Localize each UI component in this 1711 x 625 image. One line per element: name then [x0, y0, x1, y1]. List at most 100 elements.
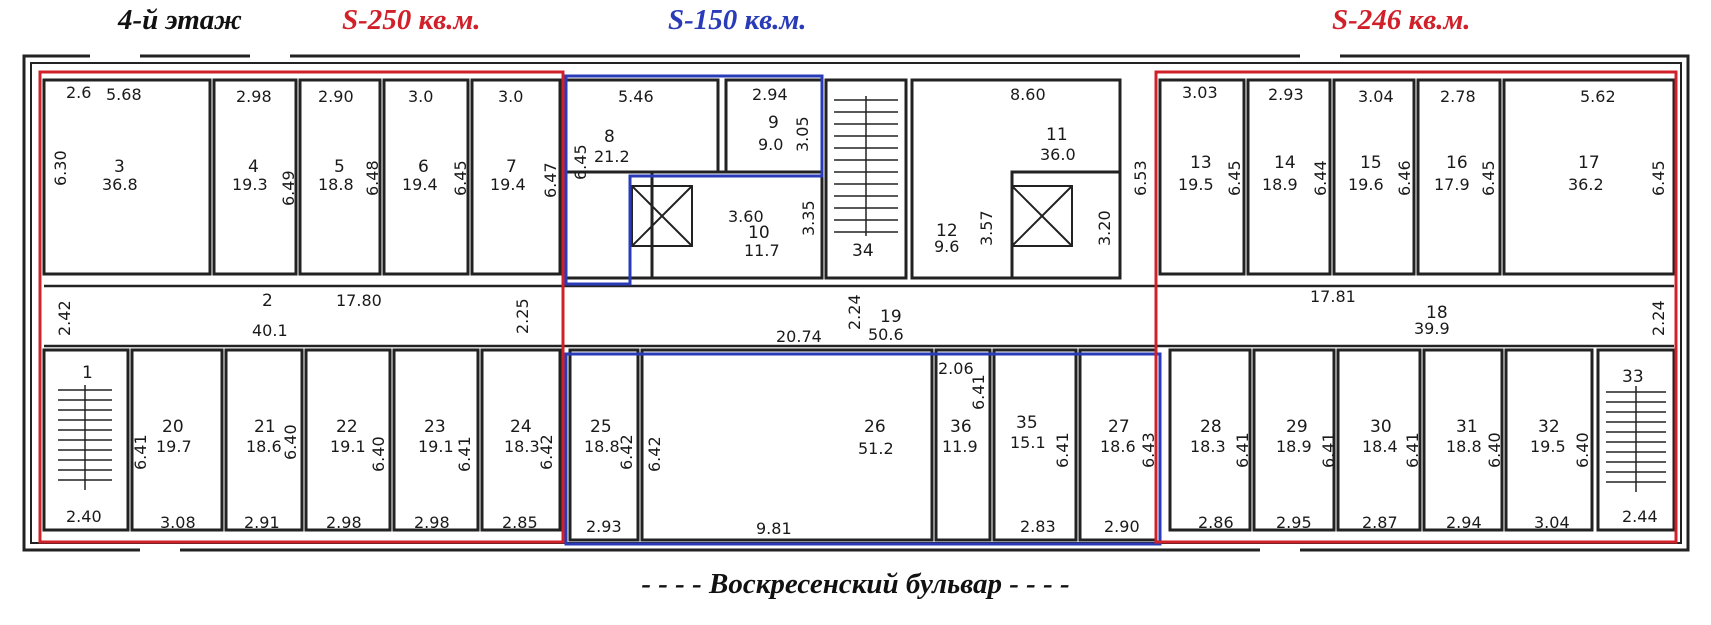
dimension-label: 2.90 [318, 87, 354, 106]
room-number: 1 [82, 363, 93, 383]
dimension-label: 17.81 [1310, 287, 1356, 306]
dimension-label: 3.57 [977, 210, 996, 246]
dimension-label: 6.41 [1403, 432, 1422, 468]
room-area: 18.6 [1100, 437, 1136, 456]
room-number: 12 [936, 221, 958, 241]
dimension-label: 2.24 [1649, 300, 1668, 336]
dimension-label: 6.42 [537, 434, 556, 470]
room-area: 18.8 [584, 437, 620, 456]
dimension-label: 8.60 [1010, 85, 1046, 104]
stairwell-hatching [58, 96, 1666, 492]
room-area: 40.1 [252, 321, 288, 340]
room-area: 19.5 [1178, 175, 1214, 194]
room-area: 18.4 [1362, 437, 1398, 456]
dimension-label: 20.74 [776, 327, 822, 346]
dimension-label: 6.42 [617, 434, 636, 470]
dimension-label: 2.85 [502, 513, 538, 532]
dimension-label: 3.05 [793, 116, 812, 152]
dimension-label: 6.41 [131, 434, 150, 470]
dimension-label: 6.53 [1131, 160, 1150, 196]
corridor-walls [44, 284, 1674, 348]
dimension-label: 2.93 [1268, 85, 1304, 104]
dimension-label: 2.87 [1362, 513, 1398, 532]
room-number: 25 [590, 417, 612, 437]
right-zone-area-label: S-246 кв.м. [1332, 4, 1471, 36]
dimension-label: 2.91 [244, 513, 280, 532]
room-number: 7 [506, 157, 517, 177]
dimension-label: 3.04 [1534, 513, 1570, 532]
dimension-label: 5.46 [618, 87, 654, 106]
room-area: 11.9 [942, 437, 978, 456]
dimension-label: 3.04 [1358, 87, 1394, 106]
left-zone-area-label: S-250 кв.м. [342, 4, 481, 36]
left-zone-outline [38, 70, 565, 544]
room-number: 22 [336, 417, 358, 437]
room-area: 19.1 [330, 437, 366, 456]
room-area: 21.2 [594, 147, 630, 166]
room-number: 32 [1538, 417, 1560, 437]
dimension-label: 6.42 [645, 436, 664, 472]
dimension-label: 6.41 [455, 436, 474, 472]
dimension-label: 5.68 [106, 85, 142, 104]
dimension-label: 2.95 [1276, 513, 1312, 532]
room-number: 36 [950, 417, 972, 437]
dimension-label: 6.45 [451, 160, 470, 196]
room-number: 28 [1200, 417, 1222, 437]
room-number: 4 [248, 157, 259, 177]
room-area: 17.9 [1434, 175, 1470, 194]
room-number: 6 [418, 157, 429, 177]
room-number: 35 [1016, 413, 1038, 433]
room-area: 18.3 [1190, 437, 1226, 456]
room-area: 19.4 [490, 175, 526, 194]
room-area: 36.8 [102, 175, 138, 194]
dimension-label: 3.0 [408, 87, 433, 106]
dimension-label: 2.94 [752, 85, 788, 104]
dimension-label: 6.40 [1485, 432, 1504, 468]
room-area: 50.6 [868, 325, 904, 344]
room-area: 18.8 [318, 175, 354, 194]
room-area: 18.3 [504, 437, 540, 456]
room-number: 24 [510, 417, 532, 437]
room-number: 10 [748, 223, 770, 243]
street-label: - - - - Воскресенский бульвар - - - - [641, 568, 1070, 600]
dimension-label: 3.35 [799, 200, 818, 236]
room-number: 34 [852, 241, 874, 261]
dimension-label: 2.06 [938, 359, 974, 378]
room-area: 11.7 [744, 241, 780, 260]
dimension-label: 9.81 [756, 519, 792, 538]
dimension-label: 3.03 [1182, 83, 1218, 102]
dimension-label: 3.20 [1095, 210, 1114, 246]
elevator-shafts [631, 185, 1073, 247]
dimension-label: 6.41 [1053, 432, 1072, 468]
dimension-label: 6.45 [1225, 160, 1244, 196]
room-number: 26 [864, 417, 886, 437]
dimension-label: 2.98 [414, 513, 450, 532]
room-area: 36.0 [1040, 145, 1076, 164]
center-zone-area-label: S-150 кв.м. [668, 4, 807, 36]
room-area: 36.2 [1568, 175, 1604, 194]
dimension-label: 6.48 [363, 160, 382, 196]
dimension-label: 2.86 [1198, 513, 1234, 532]
dimension-label: 3.0 [498, 87, 523, 106]
dimension-label: 2.44 [1622, 507, 1658, 526]
room-number: 21 [254, 417, 276, 437]
dimension-label: 6.45 [1649, 160, 1668, 196]
room-area: 18.9 [1262, 175, 1298, 194]
dimension-label: 5.62 [1580, 87, 1616, 106]
room-area: 19.1 [418, 437, 454, 456]
room-number: 3 [114, 157, 125, 177]
dimension-label: 6.30 [51, 150, 70, 186]
room-area: 18.9 [1276, 437, 1312, 456]
dimension-label: 2.78 [1440, 87, 1476, 106]
dimension-label: 2.25 [513, 298, 532, 334]
room-number: 27 [1108, 417, 1130, 437]
room-number: 30 [1370, 417, 1392, 437]
dimension-label: 6.40 [369, 436, 388, 472]
right-zone-outline [1154, 70, 1678, 544]
dimension-label: 2.93 [586, 517, 622, 536]
dimension-label: 3.08 [160, 513, 196, 532]
room-area: 19.4 [402, 175, 438, 194]
dimension-label: 6.41 [969, 374, 988, 410]
dimension-label: 6.41 [1233, 432, 1252, 468]
